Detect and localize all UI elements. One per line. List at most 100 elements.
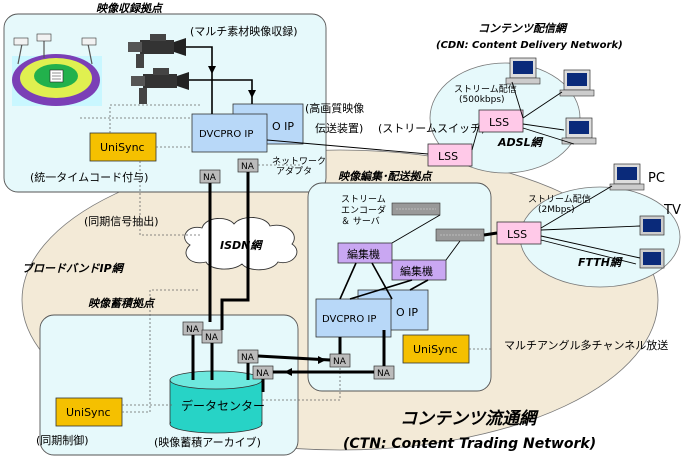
adsl-stream-label-2: (500kbps) (459, 95, 505, 105)
hq-transport-label-1: (高画質映像 (305, 101, 364, 115)
ftth-network-label: FTTH網 (578, 256, 623, 269)
hq-transport-label-2: 伝送装置) (315, 121, 363, 135)
distribution-line (511, 81, 524, 119)
stream-encoder-label-2: エンコーダ (341, 204, 386, 216)
tv-icon (639, 248, 665, 269)
distribution-line (522, 123, 565, 131)
computer-icon (609, 163, 645, 191)
dvcpro-ip-top: DVCPRO IP (191, 113, 268, 153)
unisync-top: UniSync (89, 132, 157, 162)
arrow-head (208, 66, 216, 74)
editing-site-title: 映像編集･配送拠点 (338, 170, 433, 183)
unisync-top-label: UniSync (100, 141, 145, 154)
cdn-subtitle: (CDN: Content Delivery Network) (436, 40, 623, 51)
computer-icon (561, 117, 597, 145)
sync-line (139, 161, 200, 236)
unisync-mid: UniSync (402, 334, 470, 364)
shooting-site-title: 映像収録拠点 (96, 2, 164, 15)
dvcpro-ip-mid-back-label: O IP (396, 306, 418, 319)
arrow-head (248, 90, 256, 98)
archive-label: (映像蓄積アーカイブ) (154, 435, 261, 449)
network-adapter-edit-2: NA (373, 365, 395, 380)
unisync-bottom: UniSync (55, 397, 123, 427)
ctn-title: コンテンツ流通網 (400, 409, 539, 429)
dvcpro-ip-mid-label: DVCPRO IP (322, 314, 376, 325)
distribution-line (522, 91, 563, 119)
network-adapter-label-2: アダプタ (276, 165, 312, 177)
edit-line (349, 279, 413, 300)
multi-source-recording-label: (マルチ素材映像収録) (190, 24, 298, 38)
distribution-line (540, 225, 641, 231)
stream-line (483, 231, 498, 237)
server-rack-icon (391, 202, 441, 216)
broadband-network-title: ブロードバンドIP網 (22, 262, 125, 275)
lss-label: LSS (489, 116, 509, 129)
adsl-network-label: ADSL網 (497, 136, 544, 149)
ctn-subtitle: (CTN: Content Trading Network) (343, 436, 596, 452)
unisync-mid-label: UniSync (413, 343, 458, 356)
editor-label: 編集機 (400, 264, 433, 278)
arrow-head (284, 368, 292, 376)
network-adapter-storage-2: NA (201, 329, 223, 344)
computer-icon (505, 57, 541, 85)
lss-switch-left: LSS (427, 143, 473, 167)
adsl-stream-label-1: ストリーム配信 (454, 83, 517, 95)
lss-switch-adsl: LSS (478, 109, 524, 133)
network-adapter-edit-1: NA (329, 353, 351, 368)
distribution-line (540, 185, 613, 229)
na-label: NA (205, 333, 219, 343)
stream-encoder-label-3: ＆ サーバ (341, 216, 380, 227)
network-adapter-storage-1: NA (182, 321, 204, 336)
edit-line (391, 214, 441, 244)
camera-feed-line (186, 46, 213, 114)
edit-line (371, 262, 393, 300)
sync-line (122, 289, 200, 413)
editor-label: 編集機 (347, 247, 380, 261)
na-label: NA (241, 162, 255, 172)
distribution-line (540, 235, 641, 259)
timecode-label: (統一タイムコード付与) (30, 170, 148, 184)
na-label: NA (377, 369, 391, 379)
na-label: NA (241, 353, 255, 363)
ftth-stream-label-1: ストリーム配信 (528, 193, 591, 205)
trunk-line (220, 172, 250, 330)
sync-extract-label: (同期信号抽出) (84, 214, 159, 228)
arrow-head (318, 356, 326, 364)
isdn-network-label: ISDN網 (220, 239, 263, 252)
storage-site-title: 映像蓄積拠点 (88, 297, 156, 310)
lss-switch-ftth: LSS (496, 221, 542, 245)
video-camera-icon (131, 68, 189, 104)
network-adapter-storage-3: NA (237, 349, 259, 364)
na-label: NA (203, 173, 217, 183)
distribution-line (522, 127, 575, 145)
network-adapter-top-left: NA (199, 169, 221, 184)
network-adapter-storage-4: NA (252, 365, 274, 380)
distribution-line (540, 239, 637, 265)
editor-1: 編集機 (337, 242, 393, 264)
datacenter-label: データセンター (181, 398, 265, 413)
editor-2: 編集機 (391, 259, 447, 281)
network-adapter-label-1: ネットワーク (272, 156, 326, 167)
na-label: NA (256, 369, 270, 379)
multi-angle-broadcast-label: マルチアングル多チャンネル放送 (504, 338, 668, 352)
stream-encoder-label-1: ストリーム (341, 194, 386, 205)
tv-label: TV (663, 203, 681, 218)
stream-line (266, 139, 429, 155)
dvcpro-ip-top-back-label: O IP (272, 120, 294, 133)
edit-line (445, 240, 461, 261)
na-label: NA (186, 325, 200, 335)
edit-line (409, 279, 429, 291)
sync-control-label: (同期制御) (36, 433, 89, 447)
ftth-stream-label-2: (2Mbps) (538, 205, 575, 215)
lss-label: LSS (438, 150, 458, 163)
stadium-icon (12, 33, 102, 106)
video-camera-icon (128, 34, 186, 68)
pc-label: PC (648, 171, 665, 186)
cdn-title: コンテンツ配信網 (478, 22, 568, 35)
dvcpro-ip-mid: DVCPRO IP (315, 298, 392, 338)
computer-icon (559, 69, 595, 97)
lss-label: LSS (507, 228, 527, 241)
dvcpro-ip-top-label: DVCPRO IP (199, 129, 253, 140)
